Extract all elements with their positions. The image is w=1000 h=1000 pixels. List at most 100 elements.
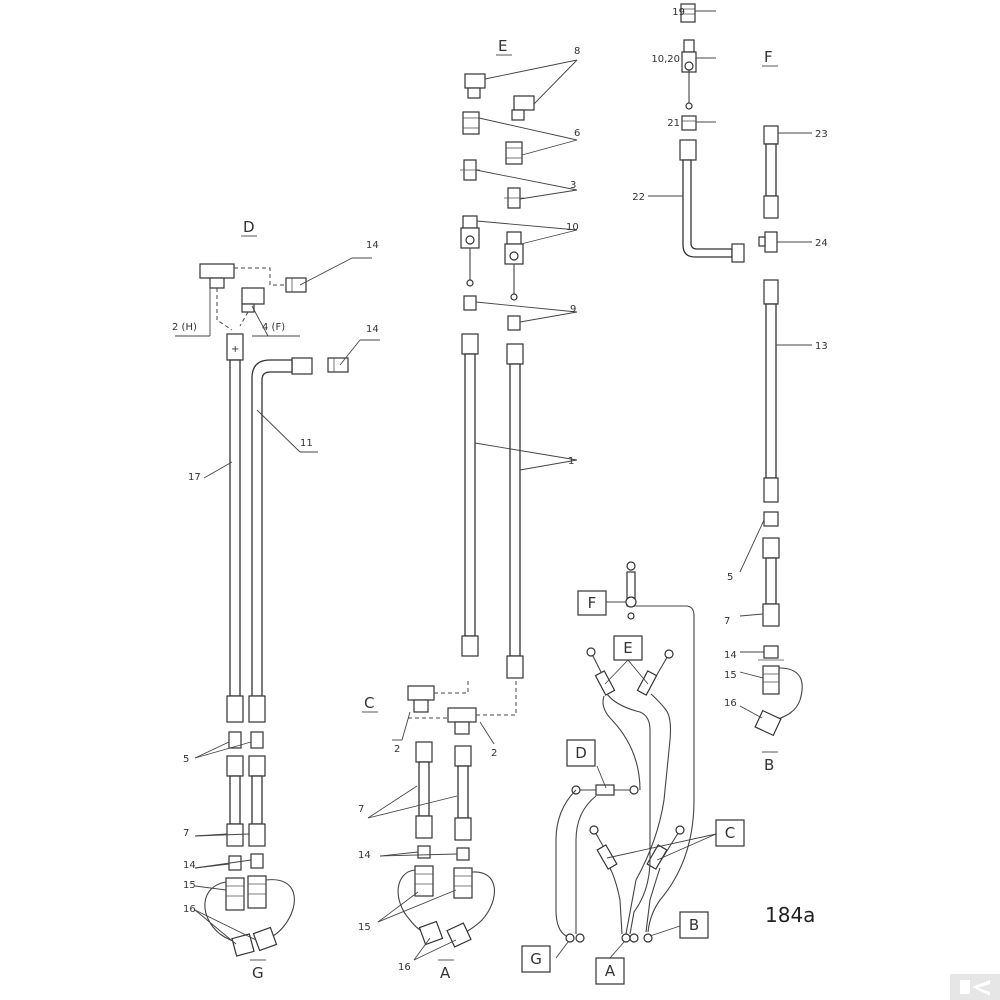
- group-d-g-assembly: + -: [199, 263, 349, 957]
- part-1-hose-end-right: [506, 343, 524, 365]
- callout-14-right: 14: [724, 650, 737, 661]
- callout-9: 9: [570, 304, 576, 315]
- figure-number: 184a: [765, 903, 815, 927]
- part-15-coupler-g-right: [247, 875, 267, 909]
- part-17-hose: [229, 359, 241, 697]
- callout-19: 19: [672, 7, 685, 18]
- callout-21: 21: [667, 118, 680, 129]
- part-10-valve-right: [506, 231, 522, 245]
- callout-16-right: 16: [724, 698, 737, 709]
- callout-22: 22: [632, 192, 645, 203]
- part-13-hose-end-bottom: [763, 477, 779, 503]
- schematic-box-b: [679, 911, 709, 939]
- part-21-nipple: [681, 115, 697, 131]
- part-16-dust-cap-a-right: [446, 922, 472, 948]
- part-2h-tee: [199, 263, 235, 279]
- svg-text:+: +: [231, 344, 239, 355]
- callout-15-right: 15: [724, 670, 737, 681]
- part-16-dust-cap-f: [754, 709, 782, 737]
- callout-7-right: 7: [724, 616, 730, 627]
- callout-11: 11: [300, 438, 313, 449]
- part-5-adapter-f: [763, 511, 779, 527]
- callout-leaders: [175, 10, 812, 961]
- part-8-elbow-left: [464, 73, 486, 89]
- callout-2h: 2 (H): [172, 322, 197, 333]
- callout-5-right: 5: [727, 572, 733, 583]
- part-11-hose-end: [291, 357, 313, 375]
- part-13-hose-end-top: [763, 279, 779, 305]
- group-label-g: G: [252, 964, 264, 982]
- part-7-hose-end-g-left: [226, 755, 244, 777]
- callout-6: 6: [574, 128, 580, 139]
- part-13-hose: [765, 303, 777, 479]
- group-c-a-assembly: [397, 678, 517, 948]
- group-label-e: E: [498, 37, 507, 55]
- part-14-nut-f: [763, 645, 779, 659]
- part-10-valve-left: [462, 215, 478, 229]
- callout-4f: 4 (F): [262, 322, 285, 333]
- part-7-hose-end-g-right: [248, 755, 266, 777]
- callout-1: 1: [568, 456, 574, 467]
- part-22-hose-end: [679, 139, 697, 161]
- part-15-coupler-a-right: [453, 867, 473, 899]
- part-1-hose-left: [464, 353, 476, 637]
- callout-23: 23: [815, 129, 828, 140]
- part-16-dust-cap-a-left: [418, 920, 444, 946]
- part-5-adapter-g-left: [228, 731, 242, 749]
- callout-13: 13: [815, 341, 828, 352]
- group-label-c: C: [364, 694, 374, 712]
- schematic-box-e: [613, 635, 643, 661]
- callout-15-left: 15: [183, 880, 196, 891]
- part-7-hose-end-a-right: [454, 745, 472, 767]
- schematic-box-d: [566, 739, 596, 767]
- schematic-label-b: B: [689, 916, 699, 934]
- part-2-tee-b: [447, 707, 477, 723]
- callout-17: 17: [188, 472, 201, 483]
- callout-2-b: 2: [491, 748, 497, 759]
- part-19-coupling: [680, 3, 696, 23]
- callout-14-upper: 14: [366, 240, 379, 251]
- part-16-dust-cap-g-right: [252, 926, 278, 952]
- group-e-assembly: [460, 73, 535, 679]
- schematic-label-c: C: [725, 824, 735, 842]
- callout-3: 3: [570, 180, 576, 191]
- schematic-box-f: [577, 590, 607, 616]
- part-15-coupler-a-left: [414, 865, 434, 897]
- callout-14-mid: 14: [358, 850, 371, 861]
- group-label-f: F: [764, 48, 773, 66]
- schematic-label-f: F: [588, 594, 597, 612]
- callout-15-mid: 15: [358, 922, 371, 933]
- part-7-hose-end-a-left: [415, 741, 433, 763]
- part-23-coupling: [763, 125, 779, 145]
- group-label-a: A: [440, 964, 451, 982]
- part-15-coupler-f: [762, 665, 780, 695]
- callout-14-left: 14: [183, 860, 196, 871]
- schematic-box-g: [521, 945, 551, 973]
- callout-7-left: 7: [183, 828, 189, 839]
- part-5-adapter-g-right: [250, 731, 264, 749]
- part-24-tee: [764, 231, 778, 253]
- part-14-fitting-lower: [327, 357, 349, 373]
- callout-8: 8: [574, 46, 580, 57]
- schematic-label-d: D: [575, 744, 587, 762]
- part-1-hose-end-left: [461, 333, 479, 355]
- part-2-tee-a: [407, 685, 435, 701]
- schematic-box-a: [595, 957, 625, 985]
- part-22-elbow-hose: [682, 159, 733, 258]
- group-label-b: B: [764, 756, 774, 774]
- callout-16-left: 16: [183, 904, 196, 915]
- schematic-label-g: G: [530, 950, 542, 968]
- part-6-adapter-left: [462, 111, 480, 135]
- routing-schematic: [521, 561, 745, 985]
- callout-24: 24: [815, 238, 828, 249]
- group-label-d: D: [243, 218, 255, 236]
- part-7-hose-end-f: [762, 537, 780, 559]
- part-16-dust-cap-g-left: [231, 933, 255, 957]
- callout-10: 10: [566, 222, 579, 233]
- part-14-nut-g-right: [250, 853, 264, 869]
- part-9-nipple-right: [507, 315, 521, 331]
- part-14-nut-a-right: [456, 847, 470, 861]
- part-8-elbow-right: [513, 95, 535, 111]
- labels: D E F C G A B 19 10,20 21 22 23 24 13 8 …: [172, 7, 828, 982]
